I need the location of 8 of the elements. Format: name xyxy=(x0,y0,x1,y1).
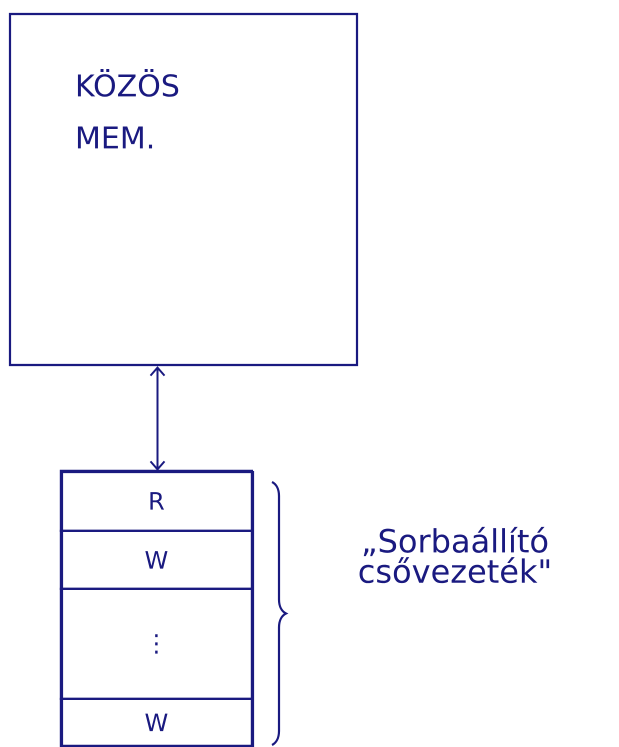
queue-box xyxy=(60,470,254,747)
queue-cell: W xyxy=(60,530,253,590)
brace-label: „Sorbaállító csővezeték" xyxy=(360,526,550,584)
queue-cell: R xyxy=(60,470,253,532)
queue-cell: W xyxy=(60,698,253,747)
double-arrow xyxy=(150,366,166,471)
queue-cell: ⋮ xyxy=(60,588,253,700)
memory-box: KÖZÖS MEM. xyxy=(8,12,358,366)
